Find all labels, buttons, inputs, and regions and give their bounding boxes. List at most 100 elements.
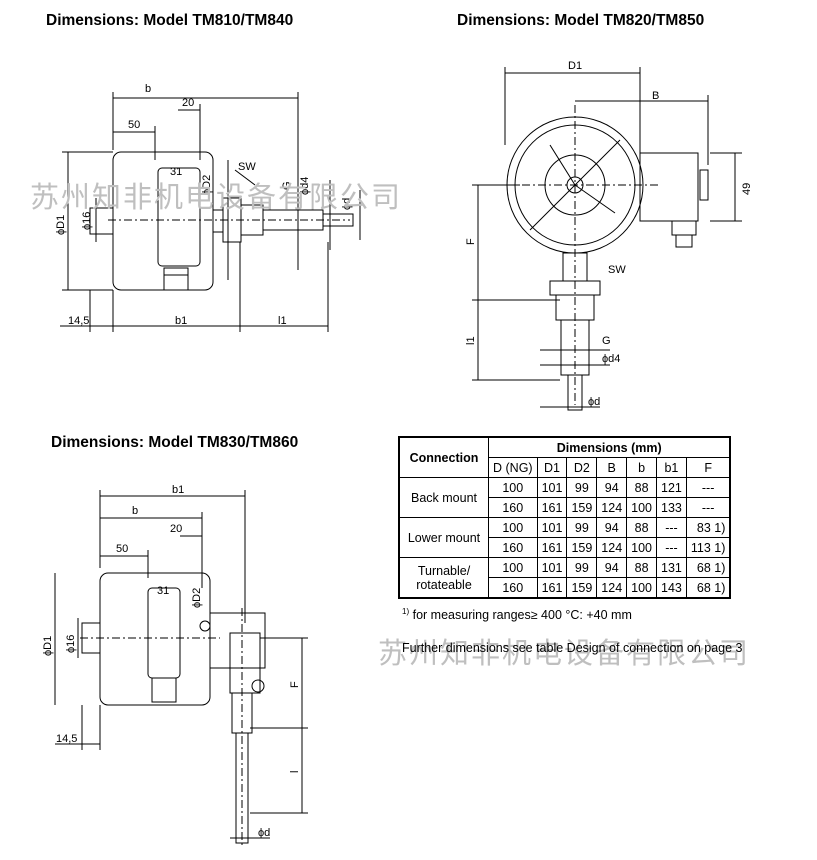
label-phi-16: ϕ16: [65, 635, 77, 653]
label-phi-d4: ϕd4: [602, 353, 620, 365]
label-50: 50: [116, 543, 128, 555]
watermark-top: 苏州知非机电设备有限公司: [30, 180, 403, 214]
cell: 121: [656, 477, 687, 498]
cell: 100: [488, 557, 538, 578]
label-phi-d4: ϕd4: [299, 177, 311, 195]
label-d1: D1: [568, 60, 582, 72]
cell: 131: [656, 557, 687, 578]
label-14-5: 14,5: [56, 733, 77, 745]
cell: 100: [488, 477, 538, 498]
cell: 159: [566, 577, 598, 599]
group-back-mount: Back mount: [398, 477, 489, 518]
label-phi-d: ϕd: [588, 396, 600, 408]
title-tm820-tm850: Dimensions: Model TM820/TM850: [457, 12, 705, 29]
drawing-tm810-tm840: b 20 50 31 ϕD2 SW G ϕd4 ϕd ϕD1 ϕ16 14,5 …: [40, 70, 380, 340]
label-l1: l1: [465, 336, 477, 345]
label-31: 31: [157, 585, 169, 597]
drawing-tm830-tm860: b1 b 20 50 31 ϕD2 ϕD1 ϕ16 F l 14,5 ϕd: [40, 478, 360, 853]
cell: 161: [536, 537, 568, 558]
cell: 160: [488, 577, 538, 599]
title-tm810-tm840: Dimensions: Model TM810/TM840: [46, 12, 294, 29]
table-row: Lower mount 100 101 99 94 88 --- 83 1): [398, 517, 731, 558]
label-14-5: 14,5: [68, 315, 89, 327]
further-dimensions-note: Further dimensions see table Design of c…: [402, 641, 743, 655]
cell: ---: [656, 537, 687, 558]
label-l: l: [289, 771, 301, 773]
cell: 160: [488, 497, 538, 518]
header-connection: Connection: [398, 436, 489, 478]
label-phi-d: ϕd: [341, 198, 353, 210]
cell: 99: [566, 477, 598, 498]
watermark-bottom: 苏州知非机电设备有限公司: [378, 636, 751, 670]
table-row: 160 161 159 124 100 143 68 1): [399, 577, 731, 599]
label-b1: b1: [172, 484, 184, 496]
label-phi-d2: ϕD2: [191, 588, 203, 608]
cell: 161: [536, 577, 568, 599]
cell: 99: [566, 557, 598, 578]
footnote: 1) for measuring ranges≥ 400 °C: +40 mm: [402, 607, 632, 622]
cell: 113 1): [685, 537, 731, 558]
cell: 94: [596, 557, 628, 578]
drawing-tm820-tm850: D1 B 49 F SW l1 G ϕd4 ϕd: [460, 55, 780, 415]
label-phi-d1: ϕD1: [42, 636, 54, 656]
cell: 159: [566, 497, 598, 518]
cell: 101: [536, 517, 568, 538]
label-f: F: [289, 681, 301, 688]
table-row: 160 161 159 124 100 --- 113 1): [399, 537, 731, 558]
label-l1: l1: [278, 315, 287, 327]
cell: 88: [626, 557, 658, 578]
label-31: 31: [170, 166, 182, 178]
label-g: G: [281, 181, 293, 190]
col-b1: b1: [656, 457, 687, 478]
col-b: b: [626, 457, 658, 478]
cell: 133: [656, 497, 687, 518]
label-50: 50: [128, 119, 140, 131]
cell: 100: [626, 497, 658, 518]
cell: ---: [685, 497, 731, 518]
title-tm830-tm860: Dimensions: Model TM830/TM860: [51, 434, 299, 451]
label-b: b: [145, 83, 151, 95]
cell: 100: [626, 577, 658, 599]
cell: 160: [488, 537, 538, 558]
group-lower-mount: Lower mount: [398, 517, 489, 558]
table-row: Back mount 100 101 99 94 88 121 ---: [398, 477, 731, 518]
label-b: b: [132, 505, 138, 517]
label-b1: b1: [175, 315, 187, 327]
cell: 94: [596, 477, 628, 498]
label-phi-d1: ϕD1: [55, 215, 67, 235]
label-f: F: [465, 238, 477, 245]
cell: ---: [685, 477, 731, 498]
col-d-ng: D (NG): [488, 457, 538, 478]
cell: 143: [656, 577, 687, 599]
col-d2: D2: [566, 457, 598, 478]
label-g: G: [602, 335, 611, 347]
col-f: F: [685, 457, 731, 478]
header-dimensions: Dimensions (mm): [488, 436, 731, 458]
cell: 124: [596, 577, 628, 599]
cell: 94: [596, 517, 628, 538]
cell: 68 1): [685, 557, 731, 578]
col-b-upper: B: [596, 457, 628, 478]
cell: 99: [566, 517, 598, 538]
cell: ---: [656, 517, 687, 538]
cell: 88: [626, 477, 658, 498]
cell: 101: [536, 477, 568, 498]
cell: 83 1): [685, 517, 731, 538]
label-phi-d: ϕd: [258, 827, 270, 839]
footnote-text: for measuring ranges≥ 400 °C: +40 mm: [412, 608, 632, 622]
cell: 159: [566, 537, 598, 558]
cell: 124: [596, 537, 628, 558]
cell: 68 1): [685, 577, 731, 599]
label-20: 20: [170, 523, 182, 535]
table-row: Turnable/ rotateable 100 101 99 94 88 13…: [398, 557, 731, 599]
cell: 100: [488, 517, 538, 538]
label-b-upper: B: [652, 90, 659, 102]
dimensions-table: Connection Dimensions (mm) D (NG) D1 D2 …: [398, 436, 732, 599]
col-d1: D1: [536, 457, 568, 478]
label-sw: SW: [238, 161, 256, 173]
label-phi-16: ϕ16: [81, 212, 93, 230]
cell: 101: [536, 557, 568, 578]
cell: 88: [626, 517, 658, 538]
group-turnable-rotateable: Turnable/ rotateable: [398, 557, 489, 599]
label-phi-d2: ϕD2: [201, 175, 213, 195]
